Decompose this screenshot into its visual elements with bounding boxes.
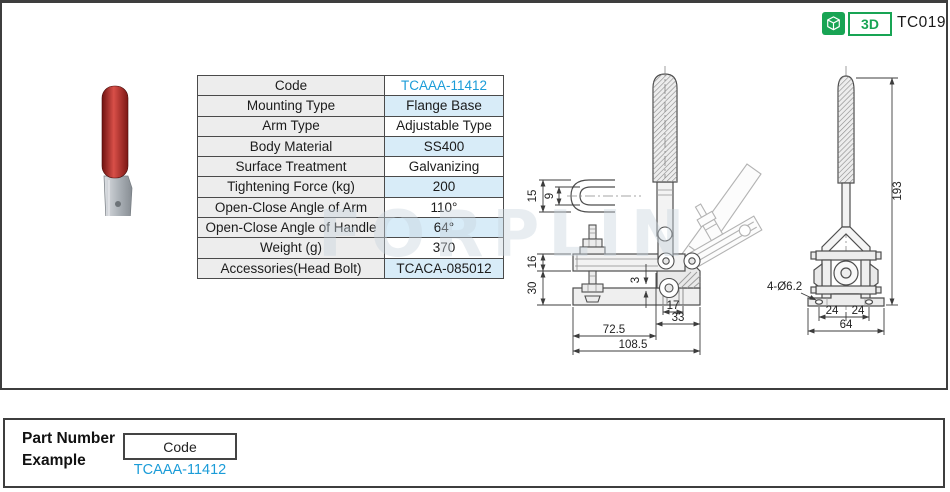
dim-72-5: 72.5 xyxy=(603,324,625,336)
dim-15: 15 xyxy=(527,190,539,203)
drawing-side-view: 15 9 16 30 3 17 33 72.5 108.5 xyxy=(527,66,763,355)
spec-label: Mounting Type xyxy=(197,95,385,117)
drawing-front-view: 193 4-Ø6.2 24 24 64 xyxy=(767,66,904,335)
spec-value: 200 xyxy=(384,176,504,198)
spec-label: Open-Close Angle of Handle xyxy=(197,217,385,239)
product-photo xyxy=(101,85,133,216)
spec-value: Galvanizing xyxy=(384,156,504,178)
spec-row: Weight (g)370 xyxy=(197,237,504,259)
dim-9: 9 xyxy=(544,193,556,199)
dim-30: 30 xyxy=(527,282,539,295)
cube-glyph xyxy=(827,16,840,31)
spec-value: SS400 xyxy=(384,135,504,158)
spec-label: Accessories(Head Bolt) xyxy=(197,257,385,279)
pivot-holes xyxy=(657,226,701,299)
part-number-example-label: Part Number Example xyxy=(22,428,115,472)
cube-3d-icon[interactable] xyxy=(822,12,845,35)
spec-value-code[interactable]: TCAAA-11412 xyxy=(384,74,504,97)
spec-label: Tightening Force (kg) xyxy=(197,176,385,198)
spec-label: Open-Close Angle of Arm xyxy=(197,196,385,219)
example-code-link[interactable]: TCAAA-11412 xyxy=(133,462,227,478)
part-number-section: Part Number Example Code TCAAA-11412 xyxy=(3,418,945,488)
badge-3d[interactable]: 3D xyxy=(848,12,892,36)
dim-24-left: 24 xyxy=(826,305,839,317)
part-number-line1: Part Number xyxy=(22,430,116,447)
red-handle-grip xyxy=(101,85,129,179)
spec-value: 110° xyxy=(384,196,504,219)
spindle-bolt xyxy=(579,224,606,303)
spec-value: Adjustable Type xyxy=(384,115,504,137)
spec-label: Surface Treatment xyxy=(197,156,385,178)
dim-108-5: 108.5 xyxy=(619,339,648,351)
spec-value: TCACA-085012 xyxy=(384,257,504,279)
hole-callout: 4-Ø6.2 xyxy=(767,281,802,293)
mounting-hole xyxy=(814,299,824,305)
dimensions-side xyxy=(537,179,701,355)
part-number-line2: Example xyxy=(22,452,86,469)
clevis-detail xyxy=(567,179,641,213)
spec-label: Arm Type xyxy=(197,115,385,137)
spec-row: Tightening Force (kg)200 xyxy=(197,176,504,198)
dim-3: 3 xyxy=(630,277,642,283)
code-box: Code xyxy=(123,433,237,460)
spec-value: Flange Base xyxy=(384,95,504,117)
spec-label: Weight (g) xyxy=(197,237,385,259)
dim-24-right: 24 xyxy=(852,305,865,317)
dim-17: 17 xyxy=(667,300,680,312)
spec-value: 64° xyxy=(384,217,504,239)
dim-33: 33 xyxy=(672,312,685,324)
spec-value: 370 xyxy=(384,237,504,259)
phantom-open-position xyxy=(681,163,763,269)
clamp-front-body xyxy=(807,75,885,307)
dim-193: 193 xyxy=(892,181,904,200)
catalog-code: TC019 xyxy=(897,14,947,31)
spec-row: Accessories(Head Bolt)TCACA-085012 xyxy=(197,257,504,279)
spec-label: Code xyxy=(197,74,385,97)
dim-64: 64 xyxy=(840,319,853,331)
dim-16: 16 xyxy=(527,256,539,269)
mounting-hole xyxy=(864,299,874,305)
spec-label: Body Material xyxy=(197,135,385,158)
dimensions-front xyxy=(800,77,898,335)
